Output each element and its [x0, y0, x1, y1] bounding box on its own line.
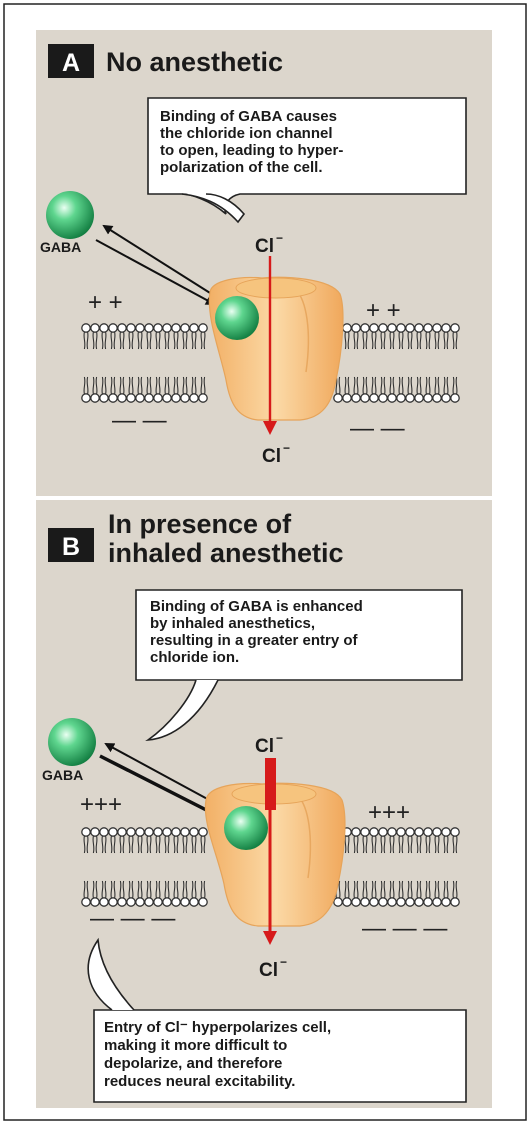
panel-a-charge-left-bottom: — — — [112, 407, 167, 434]
panel-a-bound-gaba — [215, 296, 259, 340]
panel-a-gaba-molecule — [46, 191, 94, 239]
panel-b-chloride-entry-bar — [265, 758, 276, 810]
panel-b-title-line-1: In presence of — [108, 509, 292, 539]
panel-a-charge-right-top: + + — [366, 297, 401, 324]
panel-a-ion-top: Cl — [255, 236, 274, 257]
panel-a-ion-bottom-sup: − — [283, 441, 290, 455]
panel-b-title-line-2: inhaled anesthetic — [108, 538, 344, 568]
panel-b-bottom-callout-line-2: making it more difficult to — [104, 1037, 287, 1054]
panel-b-ion-bottom: Cl — [259, 960, 278, 981]
panel-b-bottom-callout-line-1: Entry of Cl⁻ hyperpolarizes cell, — [104, 1019, 331, 1036]
panel-a-charge-right-bottom: — — — [350, 415, 405, 442]
panel-b-bound-gaba — [224, 806, 268, 850]
panel-b-callout-line-4: chloride ion. — [150, 649, 239, 666]
panel-a-badge-letter: A — [62, 49, 80, 77]
panel-b-ion-top-sup: − — [276, 731, 283, 745]
panel-a-title: No anesthetic — [106, 47, 283, 77]
panel-a-callout-line-2: the chloride ion channel — [160, 125, 333, 142]
panel-b-ion-bottom-sup: − — [280, 955, 287, 969]
panel-b-charge-left-top: +++ — [80, 791, 122, 818]
panel-a-ion-bottom: Cl — [262, 446, 281, 467]
panel-a-gaba-label: GABA — [40, 239, 81, 255]
panel-b-charge-left-bottom: — — — — [90, 905, 175, 932]
panel-a-ion-top-sup: − — [276, 231, 283, 245]
panel-b-callout-line-2: by inhaled anesthetics, — [150, 615, 315, 632]
panel-b-bottom-callout-line-3: depolarize, and therefore — [104, 1055, 282, 1072]
panel-a-charge-left-top: + + — [88, 289, 123, 316]
panel-b-callout-line-1: Binding of GABA is enhanced — [150, 598, 363, 615]
panel-b-badge-letter: B — [62, 533, 80, 561]
panel-b-callout-line-3: resulting in a greater entry of — [150, 632, 359, 649]
panel-b-gaba-molecule — [48, 718, 96, 766]
panel-b-charge-right-bottom: — — — — [362, 915, 447, 942]
panel-a-callout-line-4: polarization of the cell. — [160, 159, 323, 176]
panel-b-ion-top: Cl — [255, 736, 274, 757]
panel-b-charge-right-top: +++ — [368, 799, 410, 826]
panel-a-callout-line-3: to open, leading to hyper- — [160, 142, 343, 159]
panel-b-bottom-callout-line-4: reduces neural excitability. — [104, 1073, 295, 1090]
panel-a-callout-line-1: Binding of GABA causes — [160, 108, 337, 125]
panel-b: B In presence of inhaled anesthetic Bind… — [36, 500, 492, 1108]
panel-a: A No anesthetic Binding of GABA causes t… — [36, 30, 492, 496]
panel-b-gaba-label: GABA — [42, 767, 83, 783]
